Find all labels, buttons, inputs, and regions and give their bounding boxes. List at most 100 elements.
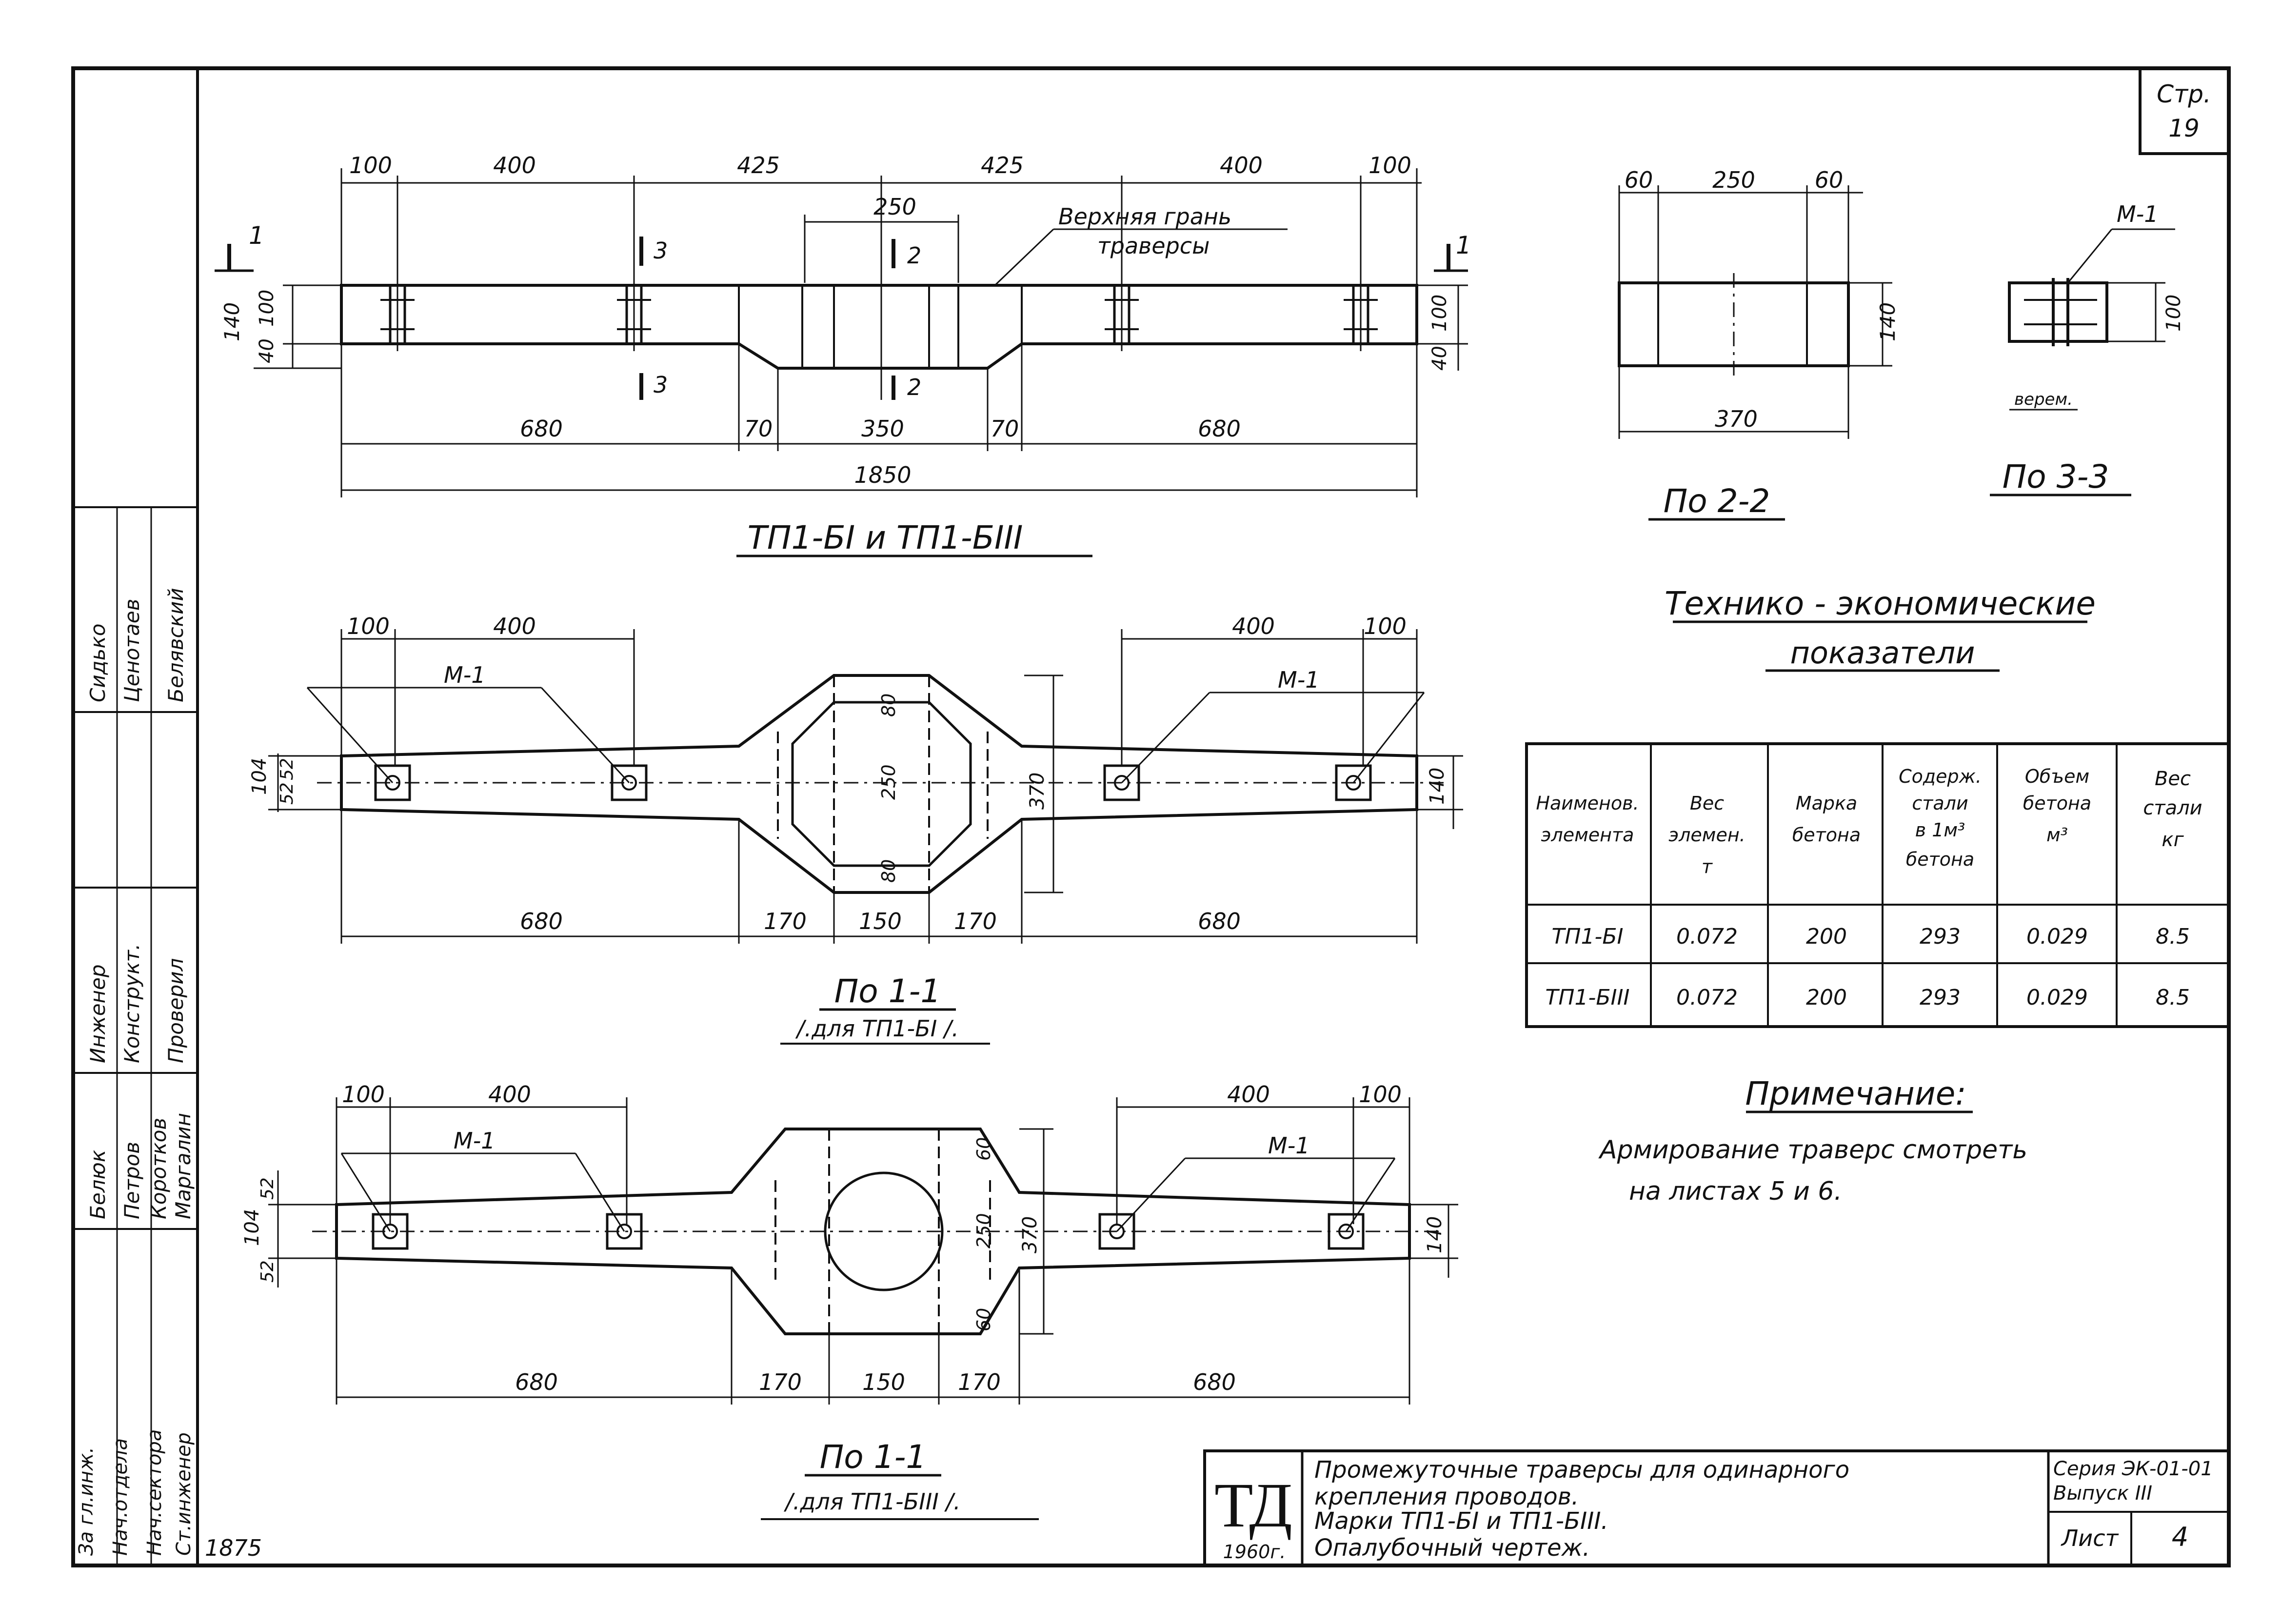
dim-label: 70 [991,416,1019,442]
table-header: Содерж. [1899,766,1982,787]
dim-label: 70 [744,416,773,442]
leader-text: Верхняя грань [1058,203,1231,230]
dim-label: 680 [515,1369,558,1395]
note-section: Примечание: Армирование траверс смотреть… [1598,1075,2027,1206]
dim-label: 250 [878,764,899,800]
table-header: в 1м³ [1915,819,1965,841]
table-cell: ТП1-БI [1552,924,1624,949]
section-mark: 3 [654,238,668,264]
stamp-text: Конструкт. [120,944,144,1063]
indicators-title: показатели [1790,635,1975,671]
table-header: т [1702,856,1713,877]
table-header: стали [2143,797,2202,819]
plan-view-1: 100 400 400 100 М-1 М-1 104 52 52 80 [248,613,1463,1045]
dim-label: 170 [764,908,807,934]
indicators-title: Технико - экономические [1665,585,2096,622]
embedded-plate [1328,1213,1365,1250]
dim-label: 52 [258,1177,278,1200]
dim-label: 100 [1369,152,1411,178]
dim-label: 52 [258,1260,278,1283]
embedded-part [380,285,415,344]
plan-subcaption: /.для ТП1-БI /. [795,1015,959,1042]
stamp-text: Белюк [86,1149,110,1219]
dim-label: 104 [241,1209,263,1246]
table-header: м³ [2046,824,2068,846]
dim-label: 400 [1227,1081,1270,1108]
section-mark: 2 [907,242,921,269]
round-opening [824,1171,944,1291]
octagon-opening [791,701,972,867]
stamp-text: Сидько [86,624,110,702]
embedded-plate [606,1213,643,1250]
sheet-label: Лист [2061,1525,2119,1551]
plan-caption: По 1-1 [820,1438,927,1476]
sheet-number: 4 [2172,1522,2188,1552]
section-note: верем. [2014,390,2073,409]
embedded-part-label: М-1 [454,1128,496,1154]
table-header: Марка [1796,792,1857,814]
dim-label: 40 [256,338,278,363]
ministry-logo: ТД [1214,1470,1292,1541]
dim-label: 170 [958,1369,1001,1395]
stamp-text: Нач.отдела [109,1438,132,1556]
dim-label: 370 [1715,406,1758,432]
dim-label: 680 [520,416,563,442]
indicators-table: Наименов. элемента Вес элемен. т Марка б… [1525,742,2230,1028]
table-header: Объем [2025,766,2089,787]
dim-label: 104 [248,758,271,795]
table-header: стали [1912,792,1968,814]
title-desc: Опалубочный чертеж. [1314,1534,1590,1562]
dim-label: 52 [277,758,297,780]
dim-label: 60 [973,1137,994,1161]
dim-label: 100 [347,613,390,639]
dim-label: 100 [2162,295,2185,332]
dim-label: 140 [220,302,244,341]
section-caption: По 2-2 [1664,482,1770,520]
dim-label: 170 [954,908,997,934]
dim-label: 680 [1198,416,1241,442]
table-header: бетона [1906,849,1974,870]
stamp-text: За гл.инж. [75,1447,98,1556]
traverse-body [340,284,1418,370]
embedded-plate [372,1213,409,1250]
note-line: на листах 5 и 6. [1629,1177,1842,1206]
top-elevation-view: 100 400 425 425 400 100 250 1 1 3 [215,152,1471,557]
dim-label: 350 [861,416,904,442]
section-mark: 3 [654,372,668,398]
table-cell: 0.029 [2026,924,2088,949]
stamp-text: Инженер [86,964,110,1063]
stamp-text: Ст.инженер [173,1432,195,1556]
dim-label: 400 [1220,152,1263,178]
leader-text: траверсы [1097,233,1210,259]
title-desc: Марки ТП1-БI и ТП1-БIII. [1314,1507,1608,1535]
embedded-plate [1103,764,1140,801]
embedded-part-label: М-1 [1268,1132,1310,1159]
table-header: кг [2162,829,2184,851]
table-cell: 0.029 [2026,985,2088,1010]
dim-label: 400 [1232,613,1275,639]
table-header: бетона [2023,792,2091,814]
section-mark: 1 [1456,231,1471,259]
plan-caption: По 1-1 [834,972,941,1010]
stamp-text: Маргалин [171,1113,195,1219]
stamp-text: Проверил [164,958,188,1063]
table-cell: 0.072 [1676,924,1738,949]
archive-number: 1875 [205,1535,262,1561]
table-cell: 200 [1806,985,1847,1010]
dim-label: 140 [1876,302,1900,341]
embedded-plate [611,764,648,801]
dim-label: 100 [1359,1081,1402,1108]
stamp-text: Петров [120,1142,144,1219]
table-cell: 293 [1920,924,1961,949]
dim-label: 400 [493,613,536,639]
dim-label: 400 [493,152,536,178]
table-cell: 8.5 [2156,924,2190,949]
dim-label: 40 [1428,346,1451,371]
title-year: 1960г. [1223,1541,1286,1563]
dim-label: 250 [1712,167,1755,193]
table-header: Наименов. [1536,792,1639,814]
embedded-part [617,285,651,344]
dim-label: 100 [342,1081,385,1108]
section-mark: 2 [907,374,921,400]
